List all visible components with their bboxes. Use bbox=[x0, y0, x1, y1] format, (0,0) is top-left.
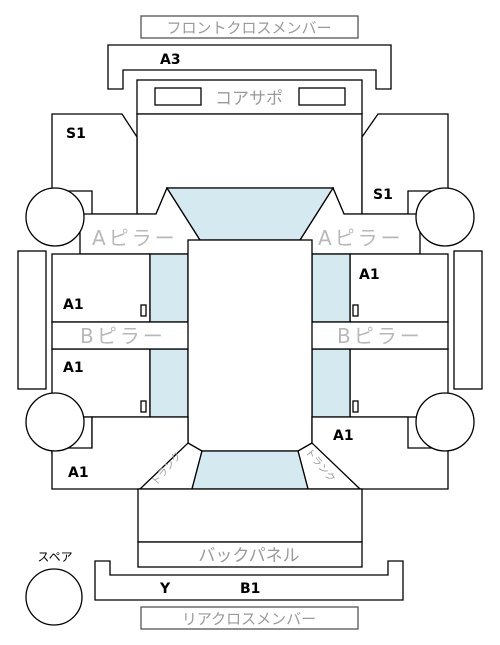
core-support-right-slot bbox=[298, 87, 346, 106]
roof bbox=[187, 239, 313, 452]
left-front-wheel bbox=[25, 187, 85, 247]
right-front-door bbox=[349, 253, 449, 323]
left-rear-door-handle bbox=[140, 400, 147, 413]
a-pillar-label-right: Aピラー bbox=[318, 226, 404, 250]
label-a1-right-front: A1 bbox=[359, 267, 380, 283]
label-y: Y bbox=[159, 581, 171, 597]
left-front-window bbox=[149, 253, 189, 323]
right-side-skirt bbox=[453, 250, 483, 390]
label-s1-left: S1 bbox=[66, 126, 86, 142]
rear-bumper-bracket bbox=[94, 560, 404, 601]
front-cross-member-label: フロントクロスメンバー bbox=[166, 19, 331, 37]
left-front-door bbox=[51, 253, 151, 323]
right-rear-fender bbox=[311, 416, 449, 490]
a-pillar-label-left: Aピラー bbox=[92, 226, 178, 250]
right-rear-window bbox=[311, 348, 351, 418]
rear-cross-member-label: リアクロスメンバー bbox=[182, 610, 316, 628]
rear-window bbox=[191, 450, 309, 490]
label-a1-left-rear: A1 bbox=[63, 360, 84, 376]
label-a1-left-front: A1 bbox=[63, 297, 84, 313]
back-panel-label: バックパネル bbox=[198, 546, 299, 566]
right-rear-wheel bbox=[415, 392, 475, 452]
right-rear-door-handle bbox=[352, 400, 359, 413]
label-s1-right: S1 bbox=[373, 187, 393, 203]
front-cross-member-box bbox=[140, 15, 359, 39]
left-rear-wheel bbox=[25, 392, 85, 452]
back-panel bbox=[137, 541, 363, 568]
label-a1-right-rear-fender: A1 bbox=[333, 428, 354, 444]
left-b-pillar bbox=[51, 321, 191, 350]
left-rear-window bbox=[149, 348, 189, 418]
right-front-window bbox=[311, 253, 351, 323]
left-rear-fender bbox=[51, 416, 189, 490]
right-front-wheel bbox=[415, 187, 475, 247]
rear-cross-member-box bbox=[140, 606, 359, 630]
core-support-label: コアサポ bbox=[215, 89, 283, 109]
label-b1: B1 bbox=[240, 581, 260, 597]
front-bracket-a3 bbox=[107, 44, 392, 90]
spare-label: スペア bbox=[37, 550, 72, 564]
spare-tire bbox=[25, 568, 83, 626]
label-a1-left-rear-fender: A1 bbox=[68, 465, 89, 481]
right-front-door-handle bbox=[352, 304, 359, 317]
label-a3: A3 bbox=[160, 52, 181, 68]
trunk-lid bbox=[137, 488, 363, 543]
b-pillar-label-right: Bピラー bbox=[337, 324, 423, 348]
core-support-left-slot bbox=[154, 87, 202, 106]
left-front-door-handle bbox=[140, 304, 147, 317]
b-pillar-label-left: Bピラー bbox=[80, 324, 166, 348]
left-side-skirt bbox=[17, 250, 47, 390]
